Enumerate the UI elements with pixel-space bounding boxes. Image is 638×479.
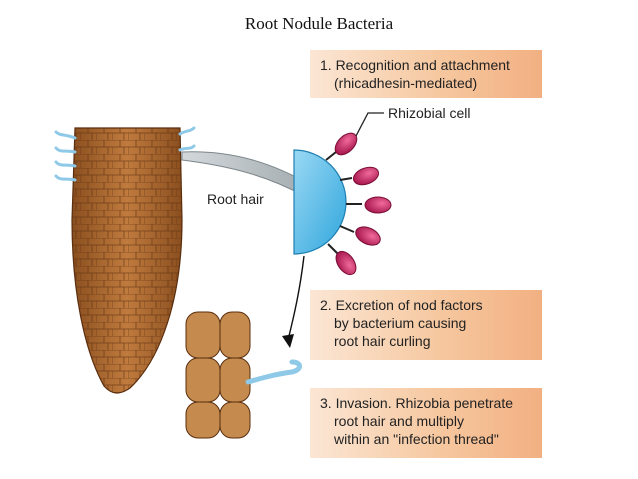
step-2-line-1: 2. Excretion of nod factors — [320, 297, 483, 313]
rhizobial-cell — [346, 196, 392, 214]
rhizobial-cell-label: Rhizobial cell — [388, 105, 471, 121]
curled-root-hair — [245, 359, 302, 385]
root-hairs-left — [54, 130, 77, 182]
rhizobial-pointer — [355, 112, 384, 137]
step-3-line-3: within an "infection thread" — [334, 431, 499, 447]
down-arrow — [282, 255, 305, 348]
step-3-box: 3. Invasion. Rhizobia penetrate root hai… — [310, 388, 542, 458]
step-1-line-1: 1. Recognition and attachment — [320, 57, 510, 73]
step-3-line-2: root hair and multiply — [334, 413, 464, 429]
rhizobial-cell — [327, 243, 357, 276]
root-hairs-right — [178, 126, 196, 152]
step-1-box: 1. Recognition and attachment (rhicadhes… — [310, 50, 542, 98]
step-3-line-1: 3. Invasion. Rhizobia penetrate — [320, 395, 514, 411]
root-hair-label: Root hair — [207, 191, 264, 207]
root-hair-cell — [293, 149, 347, 255]
step-2-line-3: root hair curling — [334, 333, 431, 349]
step-2-line-2: by bacterium causing — [334, 315, 467, 331]
infected-cells — [185, 311, 302, 439]
rhizobial-cell — [339, 225, 381, 246]
rhizobial-cell — [325, 132, 358, 161]
root-tip — [54, 126, 196, 394]
rhizobial-cell — [339, 166, 380, 186]
diagram-title: Root Nodule Bacteria — [244, 14, 394, 33]
rhizobial-cells — [325, 132, 392, 276]
step-2-box: 2. Excretion of nod factors by bacterium… — [310, 290, 542, 360]
step-1-line-2: (rhicadhesin-mediated) — [334, 75, 478, 91]
